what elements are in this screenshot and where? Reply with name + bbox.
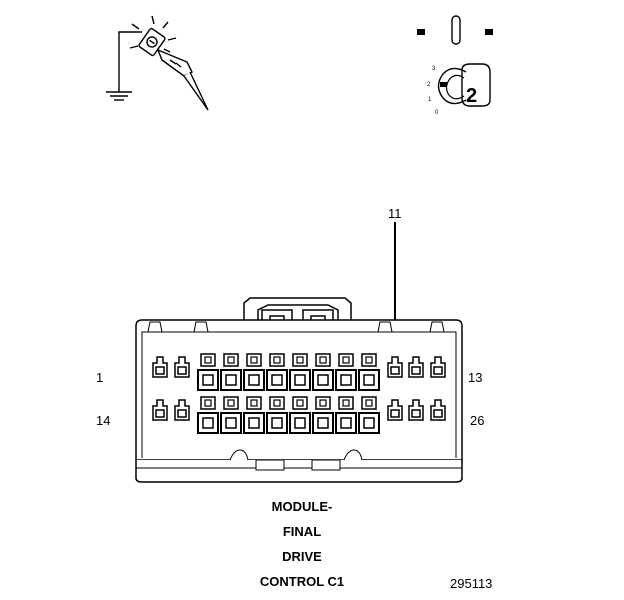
caption-line-4: CONTROL C1	[260, 574, 344, 589]
cavity-10	[358, 353, 380, 391]
caption-line-3: DRIVE	[282, 549, 322, 564]
cavity-21	[312, 396, 334, 434]
pin-label-13: 13	[468, 370, 482, 385]
cavity-4	[220, 353, 242, 391]
cavity-19	[266, 396, 288, 434]
cavity-25	[408, 399, 424, 421]
cavity-1	[152, 356, 168, 378]
cavity-26	[430, 399, 446, 421]
connector-cavities	[152, 353, 446, 434]
ignition-scale-3: 3	[432, 66, 436, 72]
ignition-key-icon	[417, 15, 493, 107]
ignition-scale-0: 0	[435, 110, 439, 116]
cavity-2	[174, 356, 190, 378]
cavity-20	[289, 396, 311, 434]
cavity-13	[430, 356, 446, 378]
cavity-17	[220, 396, 242, 434]
cavity-5	[243, 353, 265, 391]
caption-line-2: FINAL	[283, 524, 321, 539]
pin-label-26: 26	[470, 413, 484, 428]
cavity-18	[243, 396, 265, 434]
cavity-9	[335, 353, 357, 391]
ignition-scale-2: 2	[427, 82, 431, 88]
cavity-15	[174, 399, 190, 421]
ignition-scale-1: 1	[428, 97, 432, 103]
cavity-23	[358, 396, 380, 434]
caption-line-1: MODULE-	[272, 499, 333, 514]
cavity-6	[266, 353, 288, 391]
figure-number: 295113	[450, 576, 492, 591]
cavity-22	[335, 396, 357, 434]
cavity-8	[312, 353, 334, 391]
cavity-12	[408, 356, 424, 378]
cavity-14	[152, 399, 168, 421]
pin-label-1: 1	[96, 370, 103, 385]
ignition-key-position: 2	[466, 85, 477, 107]
cavity-11	[387, 356, 403, 378]
cavity-3	[197, 353, 219, 391]
cavity-16	[197, 396, 219, 434]
test-light-probe-icon	[106, 15, 209, 111]
cavity-24	[387, 399, 403, 421]
callout-pin-number: 11	[388, 206, 402, 221]
pin-label-14: 14	[96, 413, 110, 428]
cavity-7	[289, 353, 311, 391]
